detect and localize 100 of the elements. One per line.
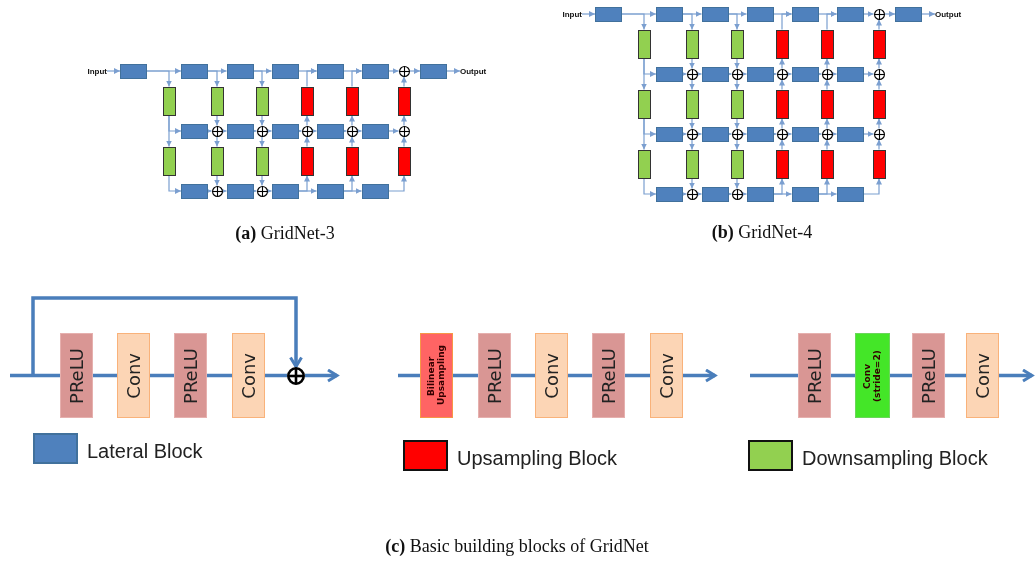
io-label: Input: [562, 9, 582, 19]
sum-symbol: [211, 125, 223, 137]
downsampling-block: [730, 29, 744, 59]
prelu-layer: PReLU: [798, 333, 831, 418]
arrow: [387, 128, 400, 134]
arrow: [876, 18, 882, 31]
arrow: [305, 368, 339, 383]
upsampling-block: [872, 89, 886, 119]
lateral-block: [316, 183, 344, 199]
arrow: [830, 71, 838, 77]
lateral-block: [316, 123, 344, 139]
sum-symbol: [873, 68, 885, 80]
arrow: [446, 68, 461, 74]
arrow: [740, 191, 748, 197]
arrow: [824, 117, 830, 130]
downsampling-block: [162, 146, 176, 176]
sum-symbol: [256, 125, 268, 137]
arrow: [259, 174, 265, 187]
sum-symbol: [731, 128, 743, 140]
connector-line: [831, 373, 855, 378]
prelu-layer: PReLU: [912, 333, 945, 418]
upsampling-block: [820, 29, 834, 59]
arrow: [824, 78, 830, 91]
arrow: [252, 70, 265, 88]
lateral-block: [361, 123, 389, 139]
upsampling-block: [775, 29, 789, 59]
arrow: [581, 11, 596, 17]
downsampling-block: [637, 89, 651, 119]
lateral-block: [791, 186, 819, 202]
arrow: [408, 68, 421, 74]
lateral-block: [791, 66, 819, 82]
arrow: [999, 368, 1034, 383]
upsampling-layer: Bilinear Upsampling: [420, 333, 453, 418]
arrow: [772, 177, 785, 195]
arrow: [265, 128, 273, 134]
lateral-block: [746, 186, 774, 202]
sum-symbol: [821, 68, 833, 80]
prelu-layer: PReLU: [60, 333, 93, 418]
arrow: [817, 177, 830, 195]
lateral-block: [181, 63, 208, 79]
arrow: [680, 131, 688, 137]
connector-line: [625, 373, 650, 378]
caption: (c) Basic building blocks of GridNet: [385, 535, 649, 557]
sum-symbol: [346, 125, 358, 137]
conv-layer: Conv: [117, 333, 150, 418]
downsampling-block: [730, 149, 744, 179]
downsampling-block: [637, 29, 651, 59]
arrow: [779, 78, 785, 91]
arrow: [207, 70, 220, 88]
conv-layer: Conv: [650, 333, 683, 418]
arrow: [680, 191, 688, 197]
sum-symbol: [287, 366, 305, 385]
upsampling-block: [775, 149, 789, 179]
subfigure-caption: (b) GridNet-4: [711, 221, 813, 243]
upsampling-block: [345, 86, 359, 116]
downsampling-block: [685, 89, 699, 119]
upsampling-block: [397, 146, 411, 176]
lateral-block: [181, 183, 208, 199]
lateral-block: [836, 6, 864, 22]
lateral-block: [361, 63, 389, 79]
sum-symbol: [821, 128, 833, 140]
arrow: [214, 174, 220, 187]
downsampling-block: [255, 86, 269, 116]
arrow: [876, 57, 882, 70]
lateral-block: [361, 183, 389, 199]
arrow: [355, 128, 363, 134]
io-label: Input: [87, 66, 107, 76]
lateral-block: [656, 66, 683, 82]
arrow: [734, 177, 740, 190]
legend-label: Downsampling Block: [802, 446, 988, 470]
sum-symbol: [256, 185, 268, 197]
strided-conv-layer: Conv (stride=2): [855, 333, 890, 418]
arrow: [727, 13, 740, 31]
lateral-block: [836, 186, 864, 202]
arrow: [785, 71, 793, 77]
arrow: [310, 128, 318, 134]
downsampling-block: [685, 149, 699, 179]
arrow: [862, 177, 882, 195]
lateral-block: [701, 6, 729, 22]
downsampling-block: [637, 149, 651, 179]
prelu-layer: PReLU: [592, 333, 625, 418]
sum-symbol: [731, 188, 743, 200]
downsampling-block: [255, 146, 269, 176]
arrow: [734, 138, 740, 151]
arrow: [734, 117, 740, 130]
arrow: [862, 131, 875, 137]
sum-symbol: [873, 8, 885, 20]
sum-symbol: [686, 188, 698, 200]
sum-symbol: [731, 68, 743, 80]
connector-line: [10, 373, 60, 378]
upsampling-block: [300, 146, 314, 176]
downsampling-block: [730, 89, 744, 119]
upsampling-block: [872, 149, 886, 179]
conv-layer: Conv: [966, 333, 999, 418]
lateral-block: [836, 66, 864, 82]
sum-symbol: [211, 185, 223, 197]
arrow: [297, 174, 310, 192]
arrow: [824, 138, 830, 151]
arrow: [643, 177, 657, 197]
arrow: [876, 117, 882, 130]
